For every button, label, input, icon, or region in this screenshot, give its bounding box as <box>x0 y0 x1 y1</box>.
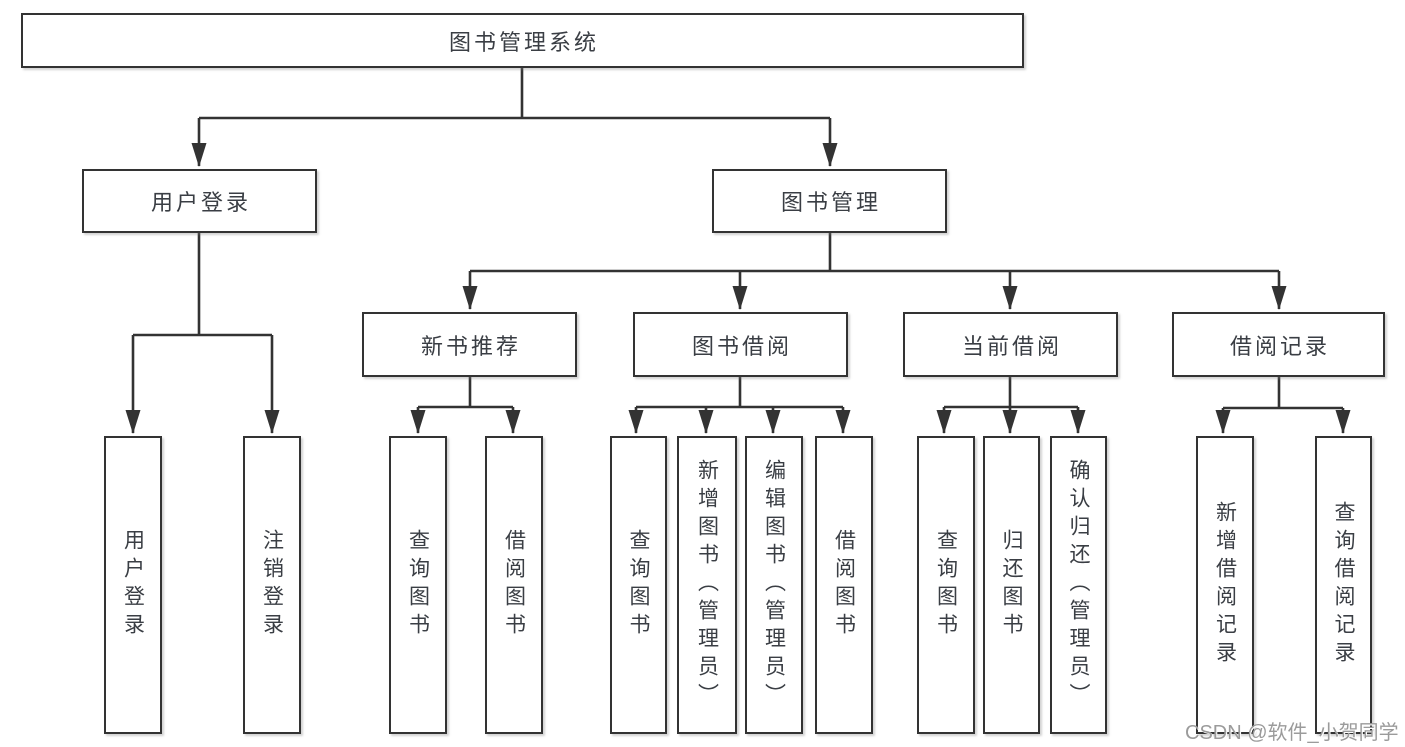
leaf-borrow-edit-books-admin: 编辑图书（管理员） <box>745 436 803 734</box>
connector-records-trunk <box>1223 377 1343 410</box>
connector-borrowing-trunk <box>636 377 843 409</box>
leaf-logout-label: 注销登录 <box>260 529 284 641</box>
leaf-user-login-label: 用户登录 <box>121 529 145 641</box>
leaf-records-add-record-label: 新增借阅记录 <box>1213 501 1237 669</box>
leaf-recommend-borrow-books: 借阅图书 <box>485 436 543 734</box>
csdn-watermark: CSDN @软件_小贺同学 <box>1185 722 1399 744</box>
node-book-borrowing-label: 图书借阅 <box>691 333 792 359</box>
leaf-current-confirm-return-admin: 确认归还（管理员） <box>1050 436 1107 734</box>
node-current-borrowing: 当前借阅 <box>903 312 1118 377</box>
leaf-borrow-edit-books-admin-label: 编辑图书（管理员） <box>762 459 786 711</box>
leaf-borrow-add-books-admin-label: 新增图书（管理员） <box>695 459 719 711</box>
leaf-current-return-books-label: 归还图书 <box>1000 529 1024 641</box>
leaf-current-query-books-label: 查询图书 <box>934 529 958 641</box>
leaf-recommend-query-books: 查询图书 <box>389 436 447 734</box>
connector-root-trunk <box>199 68 830 120</box>
node-borrowing-records-label: 借阅记录 <box>1229 333 1330 359</box>
node-book-borrowing: 图书借阅 <box>633 312 848 377</box>
node-root: 图书管理系统 <box>21 13 1024 68</box>
leaf-current-confirm-return-admin-label: 确认归还（管理员） <box>1067 459 1091 711</box>
leaf-borrow-borrow-books: 借阅图书 <box>815 436 873 734</box>
leaf-current-return-books: 归还图书 <box>983 436 1040 734</box>
node-new-book-recommend: 新书推荐 <box>362 312 577 377</box>
connector-new-book-trunk <box>418 377 513 409</box>
leaf-borrow-query-books: 查询图书 <box>610 436 667 734</box>
node-book-management-label: 图书管理 <box>780 190 881 215</box>
node-borrowing-records: 借阅记录 <box>1172 312 1385 377</box>
connector-current-trunk <box>944 377 1078 409</box>
node-user-login-label: 用户登录 <box>150 190 251 215</box>
leaf-recommend-query-books-label: 查询图书 <box>406 529 430 641</box>
leaf-borrow-borrow-books-label: 借阅图书 <box>832 529 856 641</box>
leaf-records-add-record: 新增借阅记录 <box>1196 436 1254 734</box>
leaf-records-query-record: 查询借阅记录 <box>1315 436 1372 734</box>
node-new-book-recommend-label: 新书推荐 <box>420 333 521 359</box>
leaf-user-login: 用户登录 <box>104 436 162 734</box>
leaf-borrow-add-books-admin: 新增图书（管理员） <box>677 436 737 734</box>
leaf-logout: 注销登录 <box>243 436 301 734</box>
leaf-current-query-books: 查询图书 <box>917 436 975 734</box>
node-root-label: 图书管理系统 <box>448 29 599 55</box>
leaf-recommend-borrow-books-label: 借阅图书 <box>502 529 526 641</box>
connector-user-login-trunk <box>133 233 272 337</box>
leaf-borrow-query-books-label: 查询图书 <box>627 529 651 641</box>
leaf-records-query-record-label: 查询借阅记录 <box>1332 501 1356 669</box>
node-book-management: 图书管理 <box>712 169 947 233</box>
node-current-borrowing-label: 当前借阅 <box>961 333 1062 359</box>
node-user-login: 用户登录 <box>82 169 317 233</box>
connector-book-management-trunk <box>470 233 1279 273</box>
